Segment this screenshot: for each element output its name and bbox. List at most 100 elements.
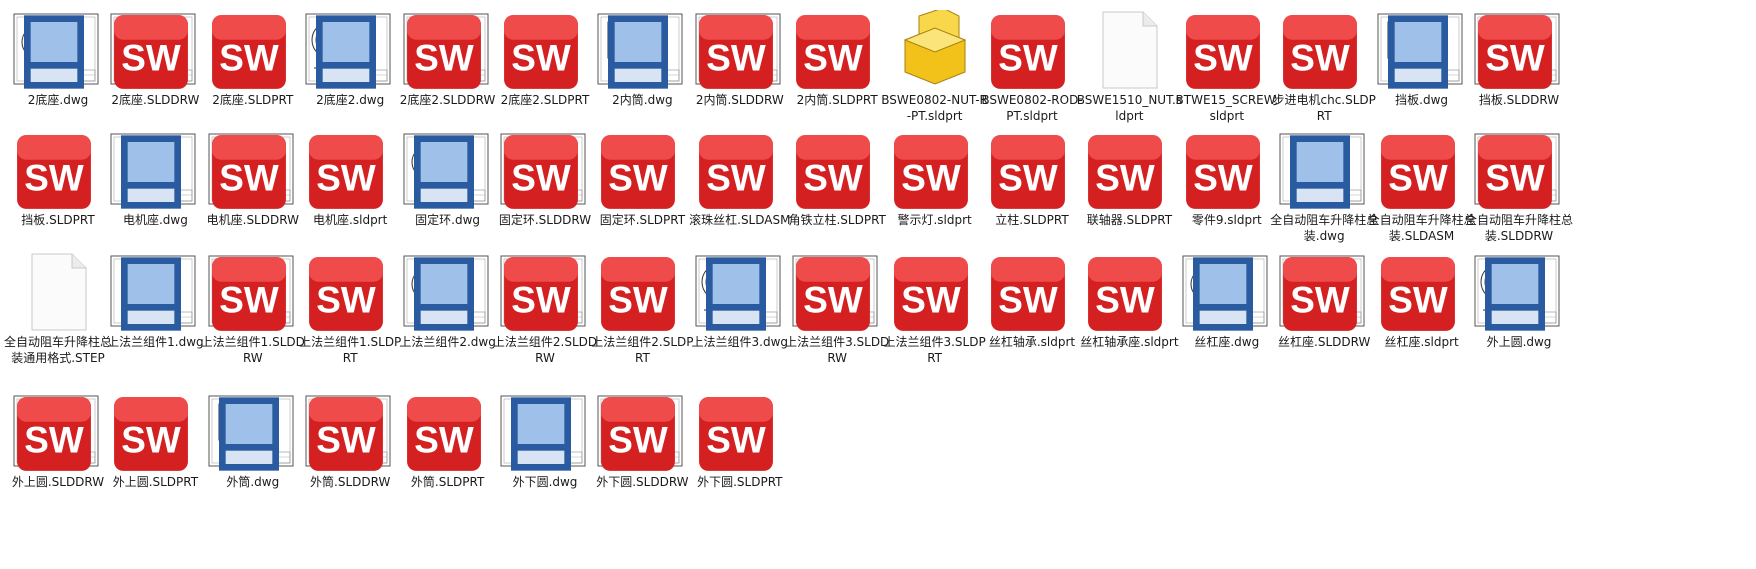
solidworks-badge-icon: SW: [1478, 15, 1552, 89]
file-item[interactable]: BSWE0802-NUT-R-PT.sldprt: [881, 10, 988, 124]
dwg-drawing-thumbnail-icon: [592, 10, 692, 90]
file-item[interactable]: SW 零件9.sldprt: [1177, 130, 1277, 228]
file-item[interactable]: SW 丝杠座.SLDDRW: [1274, 252, 1374, 350]
tiny-part-icon: SW: [885, 130, 985, 210]
file-item[interactable]: 全自动阻车升降柱总装.dwg: [1270, 130, 1378, 244]
file-item[interactable]: SW 上法兰组件3.SLDPRT: [883, 252, 986, 366]
file-item[interactable]: 外下圆.dwg: [495, 392, 595, 490]
slddrw-drawing-thumbnail-icon: SW: [398, 10, 498, 90]
file-item[interactable]: 丝杠座.dwg: [1177, 252, 1277, 350]
solidworks-badge-icon: SW: [796, 257, 871, 331]
file-item[interactable]: 外上圆.dwg: [1469, 252, 1569, 350]
solidworks-badge-icon: SW: [1478, 135, 1552, 209]
file-name-label: 角铁立柱.SLDPRT: [788, 213, 886, 227]
file-item[interactable]: SW 滚珠丝杠.SLDASM: [689, 130, 790, 228]
solidworks-badge-icon: SW: [601, 397, 676, 471]
file-item[interactable]: SW 联轴器.SLDPRT: [1079, 130, 1179, 228]
file-item[interactable]: SW 丝杠轴承座.sldprt: [1079, 252, 1179, 350]
solidworks-badge-icon: SW: [991, 135, 1065, 209]
file-item[interactable]: 上法兰组件3.dwg: [690, 252, 790, 350]
file-item[interactable]: SW 立柱.SLDPRT: [982, 130, 1082, 228]
file-item[interactable]: 上法兰组件1.dwg: [105, 252, 205, 350]
dwg-file-badge-icon: [511, 397, 571, 471]
file-item[interactable]: SW 2底座2.SLDPRT: [495, 10, 595, 108]
file-item[interactable]: SW 2底座2.SLDDRW: [398, 10, 498, 108]
file-item[interactable]: SW 丝杠座.sldprt: [1372, 252, 1472, 350]
file-item[interactable]: SW 外下圆.SLDDRW: [592, 392, 692, 490]
file-name-label: 上法兰组件3.SLDPRT: [883, 335, 986, 365]
file-item[interactable]: SW 全自动阻车升降柱总装.SLDASM: [1368, 130, 1476, 244]
file-item[interactable]: SW 上法兰组件1.SLDDRW: [201, 252, 305, 366]
file-item[interactable]: 外筒.dwg: [203, 392, 303, 490]
file-item[interactable]: SW 步进电机chc.SLDPRT: [1272, 10, 1376, 124]
file-name-label: 外下圆.SLDDRW: [596, 475, 689, 489]
file-item[interactable]: SW 挡板.SLDPRT: [8, 130, 108, 228]
tube-part-icon: SW: [787, 10, 887, 90]
file-name-label: 全自动阻车升降柱总装通用格式.STEP: [4, 335, 113, 365]
file-item[interactable]: SW 外上圆.SLDPRT: [105, 392, 205, 490]
slddrw-drawing-thumbnail-icon: SW: [203, 252, 303, 332]
file-item[interactable]: 2内筒.dwg: [592, 10, 692, 108]
file-item[interactable]: SW 电机座.SLDDRW: [203, 130, 303, 228]
file-item[interactable]: SW 外筒.SLDDRW: [300, 392, 400, 490]
slddrw-drawing-thumbnail-icon: SW: [8, 392, 108, 472]
file-name-label: 丝杠座.SLDDRW: [1278, 335, 1371, 349]
file-item[interactable]: SW 上法兰组件2.SLDDRW: [493, 252, 597, 366]
svg-text:SW: SW: [511, 37, 571, 78]
dwg-drawing-thumbnail-icon: [1469, 252, 1569, 332]
file-item[interactable]: 电机座.dwg: [105, 130, 205, 228]
file-item[interactable]: SW 上法兰组件1.SLDPRT: [299, 252, 401, 366]
file-item[interactable]: SW 2内筒.SLDPRT: [787, 10, 887, 108]
washer-part-icon: SW: [203, 10, 303, 90]
file-item[interactable]: SW 外筒.SLDPRT: [398, 392, 498, 490]
dwg-drawing-thumbnail-icon: [203, 392, 303, 472]
tiny-part-icon: SW: [300, 130, 400, 210]
file-item[interactable]: SW 角铁立柱.SLDPRT: [787, 130, 887, 228]
file-item[interactable]: SW 外下圆.SLDPRT: [690, 392, 790, 490]
file-item[interactable]: SW 挡板.SLDDRW: [1469, 10, 1569, 108]
file-item[interactable]: BSWE1510_NUT.sldprt: [1077, 10, 1182, 124]
file-item[interactable]: SW 电机座.sldprt: [300, 130, 400, 228]
svg-text:SW: SW: [1193, 37, 1253, 78]
file-item[interactable]: SW 固定环.SLDDRW: [495, 130, 595, 228]
file-item[interactable]: SW BTWE15_SCREW.sldprt: [1176, 10, 1278, 124]
file-name-label: 外上圆.SLDDRW: [11, 475, 105, 489]
file-name-label: 挡板.SLDDRW: [1478, 93, 1560, 107]
svg-text:SW: SW: [803, 37, 863, 78]
tube-part-icon: SW: [398, 392, 498, 472]
file-item[interactable]: 上法兰组件2.dwg: [398, 252, 498, 350]
dwg-file-badge-icon: [1485, 257, 1545, 331]
dwg-file-badge-icon: [121, 135, 182, 209]
file-item[interactable]: SW BSWE0802-ROD-PT.sldprt: [981, 10, 1083, 124]
file-item[interactable]: SW 外上圆.SLDDRW: [8, 392, 108, 490]
solidworks-badge-icon: SW: [309, 135, 384, 209]
file-item[interactable]: 2底座.dwg: [8, 10, 108, 108]
file-item[interactable]: 固定环.dwg: [398, 130, 498, 228]
file-item[interactable]: SW 警示灯.sldprt: [885, 130, 985, 228]
file-name-label: 2底座2.SLDPRT: [500, 93, 590, 107]
solidworks-badge-icon: SW: [1283, 257, 1358, 331]
solidworks-badge-icon: SW: [1185, 15, 1260, 89]
file-item[interactable]: 2底座2.dwg: [300, 10, 400, 108]
file-item[interactable]: SW 上法兰组件2.SLDPRT: [591, 252, 694, 366]
file-item[interactable]: 全自动阻车升降柱总装通用格式.STEP: [4, 252, 112, 366]
svg-text:SW: SW: [1388, 279, 1448, 320]
file-item[interactable]: SW 全自动阻车升降柱总装.SLDDRW: [1465, 130, 1573, 244]
file-name-label: BTWE15_SCREW.sldprt: [1175, 93, 1279, 123]
solidworks-badge-icon: SW: [893, 135, 968, 209]
file-item[interactable]: SW 丝杠轴承.sldprt: [982, 252, 1082, 350]
file-name-label: 挡板.SLDPRT: [21, 213, 95, 227]
file-item[interactable]: SW 固定环.SLDPRT: [592, 130, 692, 228]
file-item[interactable]: SW 2底座.SLDDRW: [105, 10, 205, 108]
file-item[interactable]: 挡板.dwg: [1372, 10, 1472, 108]
svg-text:SW: SW: [1096, 157, 1156, 198]
file-item[interactable]: SW 2底座.SLDPRT: [203, 10, 303, 108]
ring-part-icon: SW: [592, 252, 692, 332]
file-name-label: 外筒.dwg: [226, 475, 280, 489]
file-name-label: 2底座.dwg: [27, 93, 89, 107]
svg-text:SW: SW: [803, 279, 863, 320]
file-item[interactable]: SW 上法兰组件3.SLDDRW: [785, 252, 889, 366]
file-item[interactable]: SW 2内筒.SLDDRW: [690, 10, 790, 108]
svg-text:SW: SW: [901, 157, 961, 198]
svg-text:SW: SW: [122, 419, 182, 460]
